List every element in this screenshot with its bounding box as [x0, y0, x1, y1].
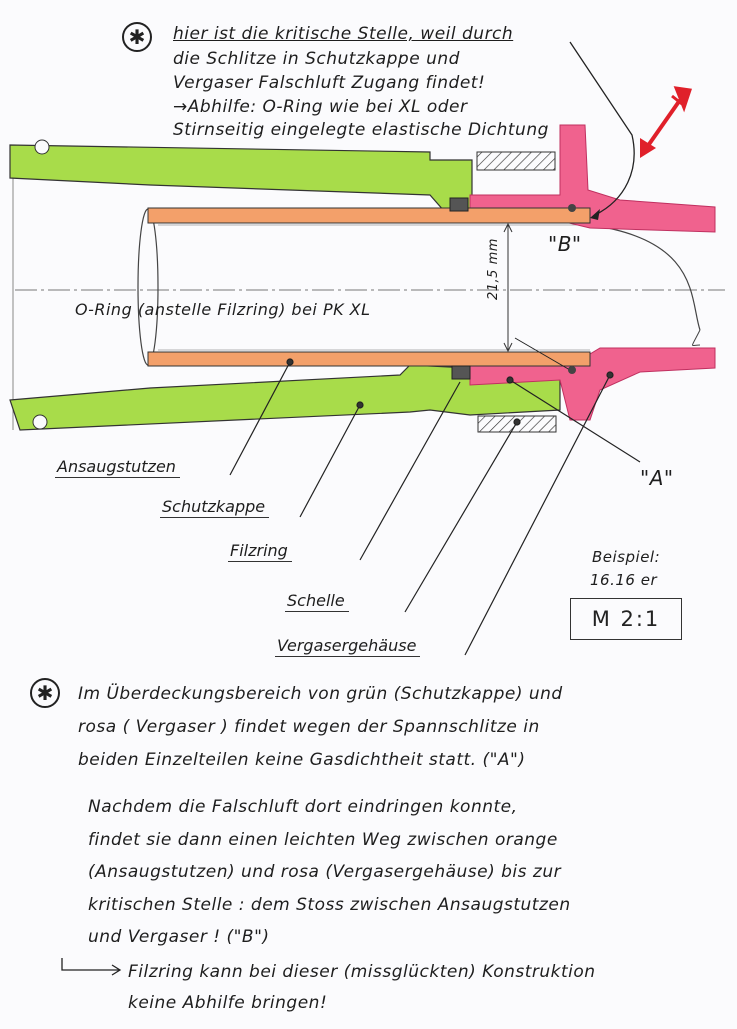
- vergaser-top: [469, 124, 716, 233]
- red-arrow-icon: [640, 86, 692, 158]
- note-top-line-2: die Schlitze in Schutzkappe und: [173, 49, 460, 69]
- note-bottom-p2-line-3: (Ansaugstutzen) und rosa (Vergasergehäus…: [88, 862, 562, 882]
- o-ring-label: O-Ring (anstelle Filzring) bei PK XL: [75, 300, 371, 319]
- scale-box: M 2:1: [570, 598, 682, 640]
- note-top-line-5: Stirnseitig eingelegte elastische Dichtu…: [173, 120, 549, 140]
- example-value: 16.16 er: [590, 571, 658, 589]
- note-bottom-p1-line-2: rosa ( Vergaser ) findet wegen der Spann…: [78, 717, 540, 737]
- note-bottom-conclusion-2: keine Abhilfe bringen!: [128, 993, 328, 1013]
- ansaugstutzen-bottom: [147, 351, 591, 367]
- note-bottom-p1-line-1: Im Überdeckungsbereich von grün (Schutzk…: [78, 684, 563, 704]
- note-top-line-1: hier ist die kritische Stelle, weil durc…: [173, 24, 514, 44]
- note-bottom-p2-line-1: Nachdem die Falschluft dort eindringen k…: [88, 797, 518, 817]
- asterisk-marker-icon: ✱: [122, 22, 152, 52]
- note-bottom-p1-line-3: beiden Einzelteilen keine Gasdichtheit s…: [78, 750, 526, 770]
- ansaugstutzen-top: [147, 207, 591, 224]
- note-bottom-p2-line-4: kritischen Stelle : dem Stoss zwischen A…: [88, 895, 571, 915]
- note-top-line-4: →Abhilfe: O-Ring wie bei XL oder: [173, 97, 468, 117]
- note-bottom-p2-line-5: und Vergaser ! ("B"): [88, 927, 270, 947]
- example-title: Beispiel:: [592, 548, 661, 566]
- schutzkappe-top: [9, 144, 473, 216]
- schelle-top: [476, 151, 556, 171]
- filzring-top: [449, 197, 469, 212]
- label-filzring: Filzring: [228, 541, 292, 562]
- note-bottom-p2-line-2: findet sie dann einen leichten Weg zwisc…: [88, 830, 558, 850]
- schutzkappe-bottom: [9, 364, 561, 431]
- note-bottom-conclusion-1: Filzring kann bei dieser (missglückten) …: [128, 962, 596, 982]
- leader-note-to-b: [569, 41, 635, 216]
- point-a-label: "A": [640, 466, 674, 490]
- filzring-bottom: [451, 365, 471, 380]
- point-b-label: "B": [548, 232, 582, 256]
- tube-right-end: [589, 224, 701, 331]
- note-top-line-3: Vergaser Falschluft Zugang findet!: [173, 73, 486, 93]
- label-vergasergehaeuse: Vergasergehäuse: [275, 636, 421, 657]
- tube-left-end: [137, 208, 159, 366]
- dimension-label: 21,5 mm: [486, 238, 501, 300]
- label-schelle: Schelle: [285, 591, 349, 612]
- label-ansaugstutzen: Ansaugstutzen: [55, 457, 180, 478]
- label-schutzkappe: Schutzkappe: [160, 497, 270, 518]
- asterisk-marker-icon-bottom: ✱: [30, 678, 60, 708]
